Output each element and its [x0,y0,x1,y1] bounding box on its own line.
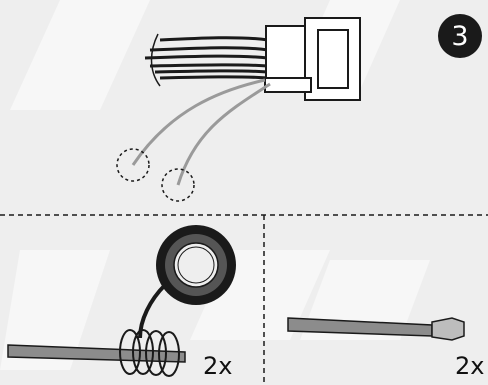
quantity-label-left: 2x [203,352,233,380]
quantity-label-right: 2x [455,352,485,380]
cable-left [7,344,186,363]
gray-wires [131,78,271,186]
step-number-badge: 3 [438,14,482,58]
cable-sheath-outline [150,33,161,87]
connector-housing [264,17,361,101]
tape-strip [138,283,167,339]
wire-end-markers [116,148,195,202]
cable-right [287,317,465,341]
wire-bundle [144,36,269,80]
tape-wraps [119,329,180,377]
electrical-tape-roll-icon [156,225,236,305]
